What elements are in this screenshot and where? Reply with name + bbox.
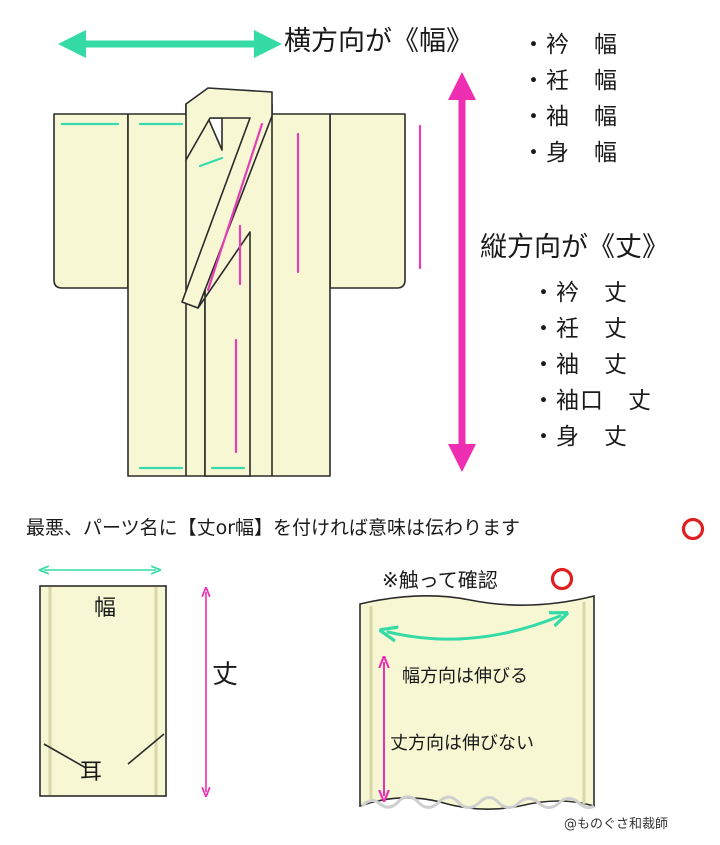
- no-stretch-label: 丈方向は伸びない: [390, 733, 534, 754]
- fabric-swatch: [359, 594, 595, 810]
- width-item: ・衿 幅: [522, 32, 618, 58]
- length-item: ・衽 丈: [532, 316, 628, 342]
- length-item: ・袖口 丈: [532, 388, 652, 414]
- length-item: ・身 丈: [532, 424, 628, 450]
- right-sleeve: [329, 113, 406, 289]
- note-text: 最悪、パーツ名に【丈or幅】を付ければ意味は伝わります: [26, 517, 521, 539]
- ok-circle-icon: [681, 517, 705, 541]
- fabric-selvage-label: 耳: [80, 760, 103, 785]
- length-item: ・衿 丈: [532, 280, 628, 306]
- width-item: ・袖 幅: [522, 104, 618, 130]
- fabric-piece: [39, 585, 167, 797]
- stretch-label: 幅方向は伸びる: [402, 666, 528, 687]
- length-item: ・袖 丈: [532, 352, 628, 378]
- credit-text: @ものぐさ和裁師: [564, 817, 669, 832]
- length-title: 縦方向が《丈》: [480, 232, 669, 263]
- fabric-width-label: 幅: [94, 596, 117, 621]
- width-item: ・身 幅: [522, 140, 618, 166]
- width-title: 横方向が《幅》: [284, 26, 473, 57]
- touch-title: ※触って確認: [382, 568, 498, 592]
- ok-circle-icon-2: [550, 567, 574, 591]
- seam-marks: [60, 122, 422, 470]
- width-item: ・衽 幅: [522, 68, 618, 94]
- collar-band: [181, 87, 273, 309]
- stretch-arrow: [388, 616, 560, 639]
- kimono-illustration: [53, 87, 406, 477]
- left-sleeve: [53, 113, 129, 289]
- fabric-length-label: 丈: [212, 660, 239, 690]
